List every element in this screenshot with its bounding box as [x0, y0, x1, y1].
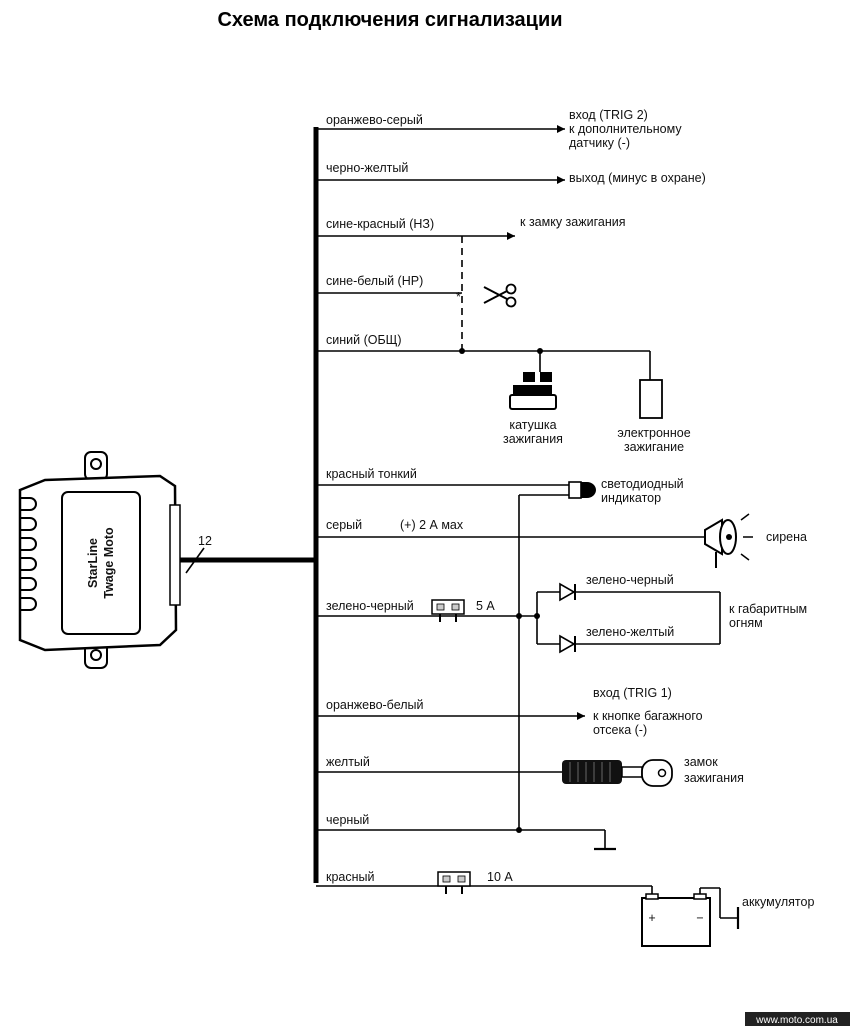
- wire-label: черный: [326, 813, 369, 827]
- component-label: катушка: [509, 418, 556, 432]
- wire-label: серый: [326, 518, 362, 532]
- wire-note: (+) 2 А мах: [400, 518, 464, 532]
- fuse-icon: [431, 599, 465, 622]
- wire-label: синий (ОБЩ): [326, 333, 402, 347]
- target-text: к замку зажигания: [520, 215, 625, 229]
- wire-label: оранжево-серый: [326, 113, 423, 127]
- target-text: светодиодный: [601, 477, 684, 491]
- diode-label: зелено-черный: [586, 573, 674, 587]
- electronic-ignition-box: [639, 379, 663, 419]
- target-text: аккумулятор: [742, 895, 814, 909]
- siren-icon: [704, 513, 753, 568]
- diode-label: зелено-желтый: [586, 625, 674, 639]
- wire-label: сине-белый (НР): [326, 274, 423, 288]
- wire-label: черно-желтый: [326, 161, 408, 175]
- wire-count: 12: [198, 534, 212, 548]
- wire-label: оранжево-белый: [326, 698, 424, 712]
- battery-icon: [641, 893, 711, 947]
- component-label: зажигания: [503, 432, 563, 446]
- wire-label: сине-красный (НЗ): [326, 217, 434, 231]
- target-text: вход (TRIG 2): [569, 108, 648, 122]
- diode-icon: [559, 582, 576, 602]
- alarm-unit: StarLine Twage Moto: [18, 451, 181, 669]
- wire-label: желтый: [326, 755, 370, 769]
- wire-targets: вход (TRIG 2) к дополнительному датчику …: [520, 108, 814, 909]
- target-text: вход (TRIG 1): [593, 686, 672, 700]
- harness: 12: [180, 127, 319, 883]
- target-text: индикатор: [601, 491, 661, 505]
- target-text: зажигания: [684, 771, 744, 785]
- wire-label: красный тонкий: [326, 467, 417, 481]
- component-label: зажигание: [624, 440, 684, 454]
- ignition-key-icon: [562, 759, 673, 787]
- target-text: выход (минус в охране): [569, 171, 706, 185]
- target-text: к кнопке багажного: [593, 709, 703, 723]
- footer-url: www.moto.com.ua: [755, 1015, 838, 1026]
- fuse-rating: 5 А: [476, 599, 495, 613]
- ignition-coil-icon: [509, 372, 557, 410]
- fuse-icon: [437, 871, 471, 894]
- battery-plus-label: +: [648, 911, 655, 925]
- fuse-rating: 10 А: [487, 870, 513, 884]
- scissors-icon: [483, 283, 517, 308]
- target-text: к габаритным: [729, 602, 807, 616]
- led-icon: [568, 481, 596, 499]
- wire-lines: [316, 128, 738, 919]
- wire-label: красный: [326, 870, 375, 884]
- target-text: датчику (-): [569, 136, 630, 150]
- unit-model: Twage Moto: [102, 527, 116, 599]
- unit-brand: StarLine: [86, 538, 100, 588]
- wire-label: зелено-черный: [326, 599, 414, 613]
- cut-mark: *: [456, 290, 461, 304]
- diode-icon: [559, 634, 576, 654]
- footer-bar: [745, 1012, 850, 1026]
- wire-labels: оранжево-серый черно-желтый сине-красный…: [326, 113, 513, 884]
- component-label: электронное: [617, 426, 690, 440]
- target-text: отсека (-): [593, 723, 647, 737]
- diagram-title: Схема подключения сигнализации: [217, 9, 562, 31]
- target-text: замок: [684, 755, 718, 769]
- target-text: к дополнительному: [569, 122, 682, 136]
- target-text: огням: [729, 616, 763, 630]
- battery-minus-label: −: [696, 911, 703, 925]
- arrow-icon: [507, 125, 585, 720]
- target-text: сирена: [766, 530, 807, 544]
